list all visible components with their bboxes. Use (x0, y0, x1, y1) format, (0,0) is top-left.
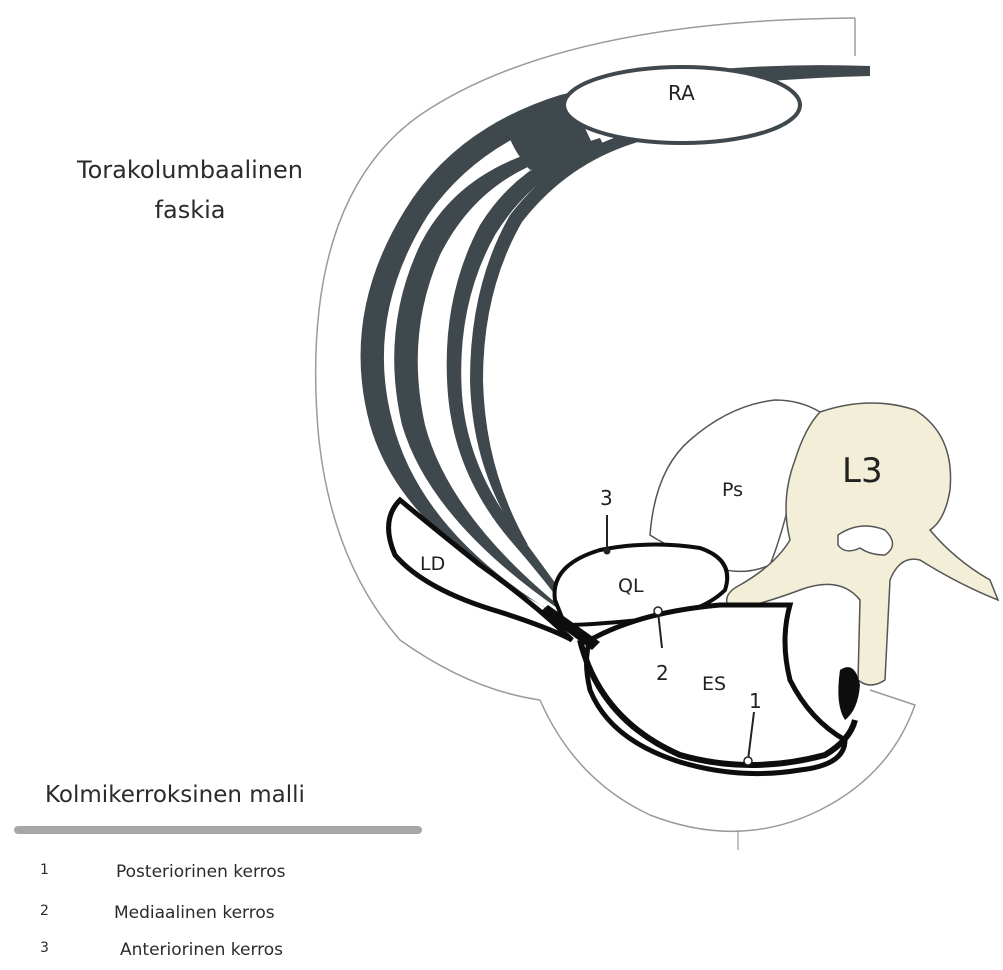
marker-1-dot (744, 757, 752, 765)
label-marker-1: 1 (749, 689, 762, 713)
legend-item-number: 3 (40, 940, 49, 956)
fascia-innermost-band (470, 130, 645, 545)
diagram-title-line-2: faskia (40, 190, 340, 230)
legend-divider (14, 826, 422, 834)
label-marker-2: 2 (656, 661, 669, 685)
label-ql: QL (618, 575, 644, 597)
label-marker-3: 3 (600, 486, 613, 510)
legend-item-label: Mediaalinen kerros (114, 903, 275, 923)
diagram-title-line-1: Torakolumbaalinen (40, 150, 340, 190)
rectus-abdominis (564, 67, 800, 143)
legend-item-number: 1 (40, 862, 49, 878)
marker-3-dot (604, 548, 611, 555)
legend-title: Kolmikerroksinen malli (45, 782, 305, 808)
marker-2-dot (654, 607, 662, 615)
spinous-attachment (838, 667, 860, 720)
label-ps: Ps (722, 479, 743, 501)
label-ld: LD (420, 553, 445, 575)
diagram-title: Torakolumbaalinen faskia (40, 150, 340, 230)
vertebral-foramen (838, 526, 893, 555)
label-ra: RA (668, 81, 695, 105)
label-es: ES (702, 673, 726, 695)
legend-item-label: Anteriorinen kerros (120, 940, 283, 960)
legend-item-number: 2 (40, 903, 49, 919)
label-l3: L3 (842, 451, 883, 491)
legend-item-label: Posteriorinen kerros (116, 862, 286, 882)
